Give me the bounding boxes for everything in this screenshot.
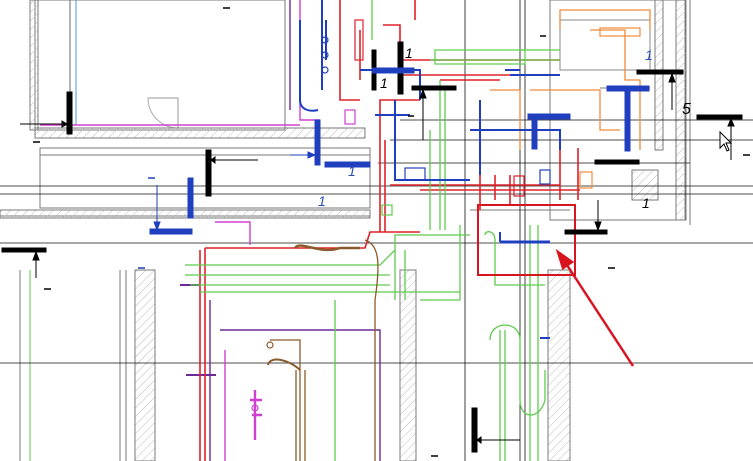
dash-marks bbox=[33, 7, 750, 457]
label-five: 5 bbox=[682, 101, 691, 118]
fittings bbox=[251, 19, 641, 412]
label-one-d: 1 bbox=[405, 45, 413, 61]
blue-ducts bbox=[299, 0, 561, 339]
magenta-pipes bbox=[40, 0, 381, 461]
label-one-b: 1 bbox=[348, 163, 356, 179]
label-one-a: 1 bbox=[318, 193, 326, 209]
drawing-labels: 1 1 1 1 1 1 5 bbox=[318, 45, 691, 211]
label-one-f: 1 bbox=[642, 195, 650, 211]
building-walls bbox=[0, 0, 691, 461]
highlight-box bbox=[477, 204, 576, 276]
blue-section-markers bbox=[149, 67, 650, 235]
label-one-e: 1 bbox=[380, 75, 388, 91]
mouse-pointer-icon bbox=[719, 130, 733, 152]
section-markers bbox=[1, 41, 743, 453]
label-one-c: 1 bbox=[645, 47, 653, 63]
pointer-arrow bbox=[555, 248, 635, 367]
